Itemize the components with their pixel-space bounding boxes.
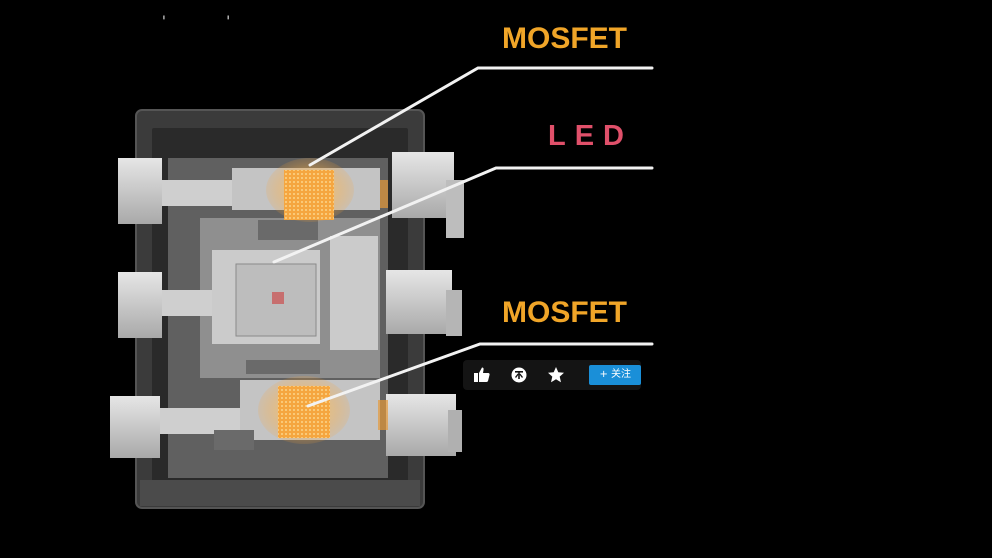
label-led: LED [548,120,633,152]
favorite-button[interactable] [547,365,566,385]
lead-frame-gaps [214,220,320,450]
label-mosfet-top: MOSFET [502,22,627,55]
video-action-toolbar: + 关注 [463,360,641,390]
follow-button[interactable]: + 关注 [589,365,641,385]
mosfet-chip-bottom [278,386,330,438]
coin-button[interactable] [510,365,529,385]
left-pins [110,158,240,458]
coin-icon [511,367,527,383]
thumbs-up-icon [474,367,491,382]
led-chip [272,292,284,304]
label-mosfet-bottom: MOSFET [502,296,627,329]
like-button[interactable] [473,365,492,385]
leader-mosfet-top [308,66,654,167]
amber-reflection-bottom [378,400,388,430]
star-icon [548,367,565,383]
top-left-marks: ' ' [162,14,259,30]
package-rim-bottom [140,480,420,506]
right-pins [386,152,464,456]
leader-led [272,166,654,264]
callout-lines [272,66,654,408]
amber-reflection-top [380,180,388,208]
leader-mosfet-bottom [306,342,654,408]
mosfet-chip-top [284,170,334,220]
